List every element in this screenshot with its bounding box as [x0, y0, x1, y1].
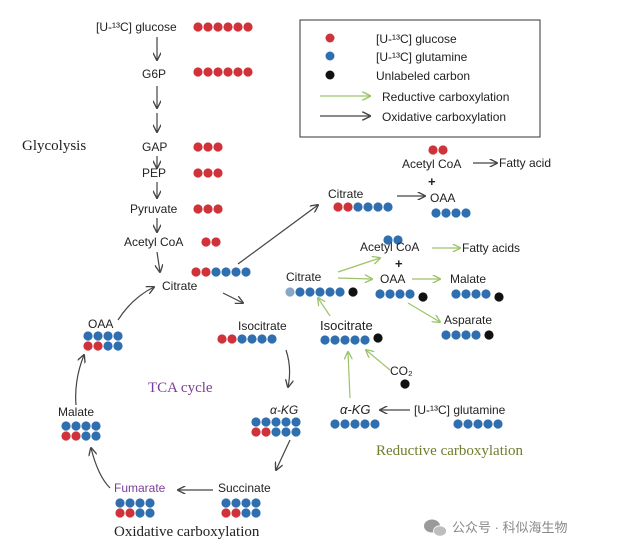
gap-label: GAP [142, 140, 167, 154]
arrow-fumarate-malate [91, 448, 111, 489]
red-isocitrate-carbons [320, 333, 383, 345]
upper-citrate-label: Citrate [328, 187, 364, 201]
upper-oaa-label: OAA [430, 191, 455, 205]
glucose-carbons [193, 22, 253, 32]
red-acetyl-coa-carbons [383, 235, 403, 245]
acetyl-coa-label: Acetyl CoA [124, 235, 183, 249]
legend-unlabeled-label: Unlabeled carbon [376, 69, 470, 83]
legend-box [299, 19, 541, 138]
tca-oxidative-label: Oxidative carboxylation [114, 524, 260, 540]
arrow-citrate-upper-citrate [237, 205, 318, 265]
arrow-red-akg-isocitrate [348, 352, 350, 399]
pyruvate-carbons [193, 204, 223, 214]
tca-succinate-label: Succinate [218, 481, 271, 495]
arrow-red-oaa-asparate [407, 302, 440, 322]
red-akg-label: α-KG [340, 402, 371, 417]
tca-malate-carbons [61, 421, 101, 441]
tca-cycle: Citrate Isocitrate TCA cycle α-KG Succin… [58, 205, 318, 540]
legend-glutamine-dot [325, 51, 335, 61]
acetyl-coa-carbons [201, 237, 221, 247]
gap-carbons [193, 142, 223, 152]
red-plus: + [395, 256, 403, 271]
red-akg-carbons [330, 419, 380, 429]
red-oaa-label: OAA [380, 272, 405, 286]
g6p-carbons [193, 67, 253, 77]
pep-label: PEP [142, 166, 166, 180]
red-malate-label: Malate [450, 272, 486, 286]
legend-glucose-dot [325, 33, 335, 43]
red-oaa-carbons [375, 289, 428, 302]
arrow-isocitrate-akg [286, 349, 290, 387]
glucose-label: [U-¹³C] glucose [96, 20, 177, 34]
tca-citrate-carbons [191, 267, 251, 277]
reductive-carboxylation-title: Reductive carboxylation [376, 443, 524, 459]
arrow-red-isocitrate-citrate [318, 298, 331, 317]
citrate-export: Acetyl CoA Fatty acid + Citrate OAA [328, 145, 551, 218]
tca-fumarate-label: Fumarate [114, 481, 166, 495]
upper-acetyl-coa-label: Acetyl CoA [402, 157, 461, 171]
upper-plus: + [428, 174, 436, 189]
legend-glutamine-label: [U-¹³C] glutamine [376, 50, 468, 64]
arrow-akg-succinate [276, 439, 291, 470]
tca-oaa-carbons [83, 331, 123, 351]
tca-isocitrate-carbons [217, 334, 277, 344]
watermark-text: 公众号 · 科似海生物 [452, 520, 568, 535]
tca-succinate-carbons [221, 498, 261, 518]
tca-oaa-label: OAA [88, 317, 113, 331]
tca-cycle-title: TCA cycle [148, 380, 213, 396]
upper-fatty-acid-label: Fatty acid [499, 156, 551, 170]
pep-carbons [193, 168, 223, 178]
upper-citrate-carbons [333, 202, 393, 212]
arrow-malate-oaa [75, 355, 84, 406]
red-citrate-label: Citrate [286, 270, 322, 284]
g6p-label: G6P [142, 67, 166, 81]
reductive-pathway: Acetyl CoA Fatty acids + Citrate OAA Mal… [285, 235, 524, 459]
upper-acetyl-coa-carbons [428, 145, 448, 155]
tca-citrate-label: Citrate [162, 279, 198, 293]
wechat-icon [424, 519, 447, 537]
arrow-red-co2 [366, 350, 391, 371]
red-glutamine-carbons [453, 419, 503, 429]
red-isocitrate-label: Isocitrate [320, 318, 373, 333]
legend-oxidative-label: Oxidative carboxylation [382, 110, 506, 124]
tca-akg-carbons [251, 417, 301, 437]
tca-isocitrate-label: Isocitrate [238, 319, 287, 333]
red-asparate-carbons [441, 330, 494, 340]
red-fatty-acids-label: Fatty acids [462, 241, 520, 255]
watermark: 公众号 · 科似海生物 [424, 519, 568, 537]
tca-akg-label: α-KG [270, 403, 298, 417]
arrow-red-citrate-oaa [337, 278, 372, 279]
red-citrate-carbons [285, 287, 358, 297]
glycolysis-title: Glycolysis [22, 138, 86, 154]
arrow-citrate-isocitrate [222, 292, 243, 303]
red-co2-label: CO₂ [390, 364, 413, 378]
red-co2-carbon [400, 379, 410, 389]
red-malate-carbons [451, 289, 504, 302]
tca-malate-label: Malate [58, 405, 94, 419]
glycolysis-pathway: [U-¹³C] glucose G6P Glycolysis GAP PEP P… [22, 20, 253, 272]
red-glutamine-label: [U-¹³C] glutamine [414, 403, 506, 417]
legend: [U-¹³C] glucose [U-¹³C] glutamine Unlabe… [299, 19, 541, 138]
legend-unlabeled-dot [325, 70, 335, 80]
arrow-red-citrate-acetylcoa [337, 258, 380, 273]
arrow-oaa-citrate [117, 287, 154, 321]
upper-oaa-carbons [431, 208, 471, 218]
legend-glucose-label: [U-¹³C] glucose [376, 32, 457, 46]
tca-fumarate-carbons [115, 498, 155, 518]
red-acetyl-coa-label: Acetyl CoA [360, 240, 419, 254]
arrow-acetylcoa-citrate [157, 251, 160, 272]
red-asparate-label: Asparate [444, 313, 492, 327]
legend-reductive-label: Reductive carboxylation [382, 90, 509, 104]
pyruvate-label: Pyruvate [130, 202, 178, 216]
